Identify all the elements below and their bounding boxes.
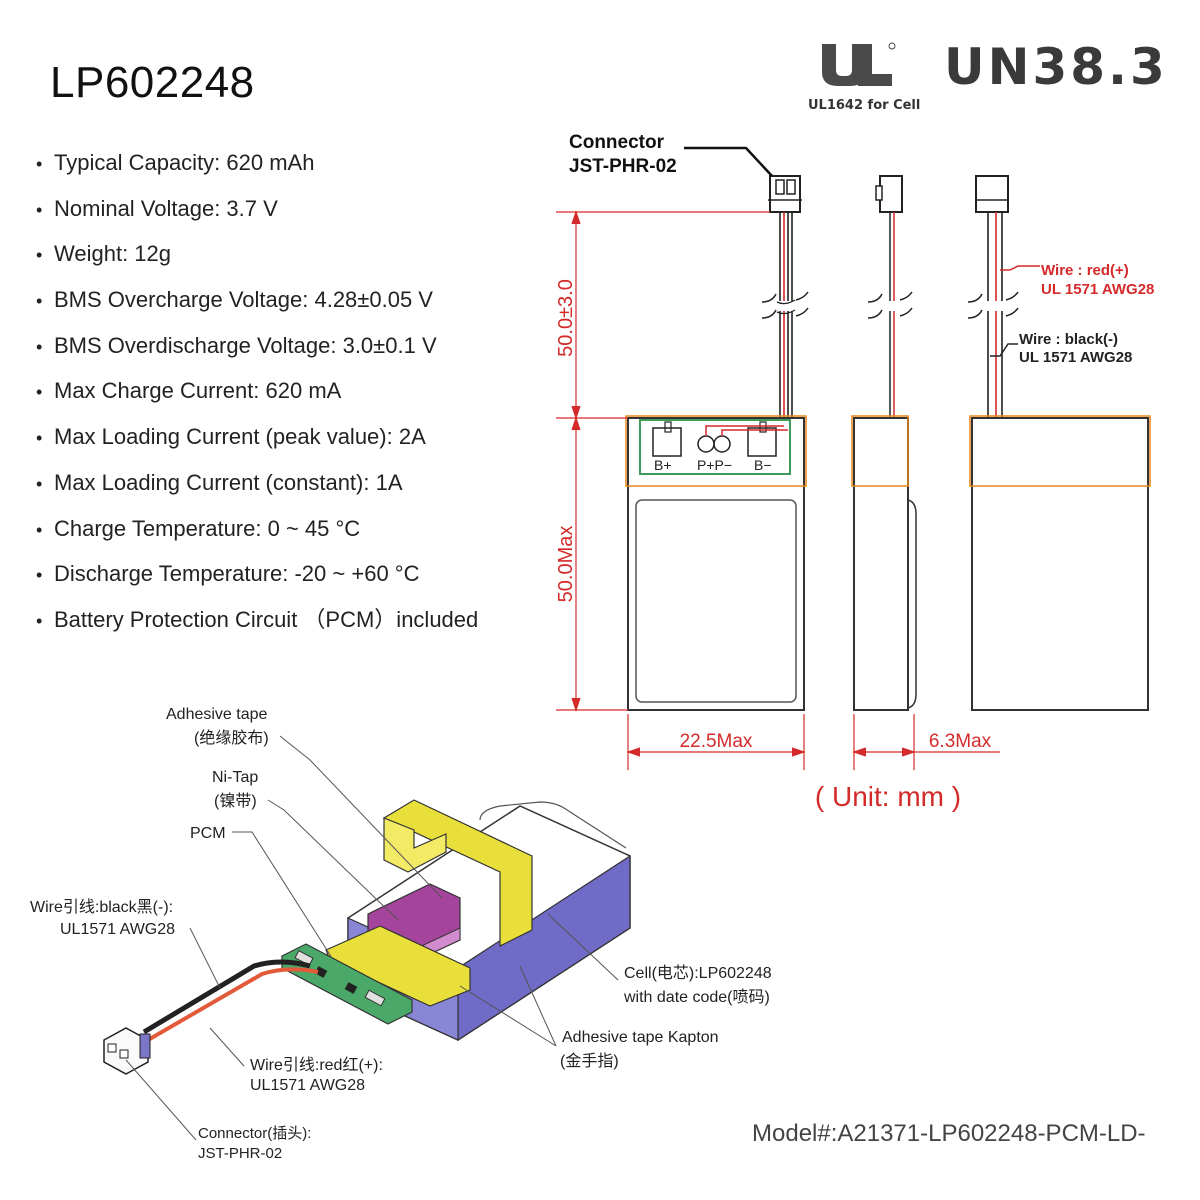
thickness-dimension: 6.3Max (929, 731, 992, 752)
side-view: 6.3Max (851, 175, 1000, 770)
connector-type-label: JST-PHR-02 (569, 156, 677, 177)
adhesive-tape-cn-label: (绝缘胶布) (194, 729, 269, 747)
kapton-label: Adhesive tape Kapton (562, 1029, 719, 1046)
connector-exploded-type: JST-PHR-02 (198, 1145, 282, 1162)
pcm-outline (625, 415, 807, 487)
pad-pp-label: P+P− (697, 457, 732, 473)
cell-label: Cell(电芯):LP602248 (624, 964, 772, 982)
un-certification: UN38.3 (944, 38, 1168, 96)
cell-date-code-label: with date code(喷码) (623, 988, 770, 1006)
kapton-cn-label: (金手指) (560, 1052, 619, 1070)
ul-recognized-logo-icon (822, 42, 896, 86)
unit-label: ( Unit: mm ) (815, 781, 961, 812)
bullet-icon: • (36, 519, 43, 540)
connector-side-icon (879, 175, 903, 213)
spec-item: •BMS Overcharge Voltage: 4.28±0.05 V (36, 277, 478, 323)
connector-leader-line (684, 146, 773, 177)
spec-item: •Max Loading Current (peak value): 2A (36, 414, 478, 460)
lead-length-dimension: 50.0±3.0 (555, 279, 577, 357)
connector-label: Connector (569, 132, 665, 153)
spec-item: •Max Charge Current: 620 mA (36, 368, 478, 414)
bullet-icon: • (36, 610, 43, 631)
bullet-icon: • (36, 473, 43, 494)
pad-bminus-label: B− (754, 457, 772, 473)
height-dimension: 50.0Max (555, 526, 577, 603)
bullet-icon: • (36, 245, 43, 266)
wire-red-exploded-spec: UL1571 AWG28 (250, 1077, 365, 1094)
wire-black-label: Wire : black(-) (1019, 331, 1118, 348)
model-title: LP602248 (50, 58, 255, 107)
callout-leader-lines (125, 735, 619, 1141)
model-number: Model#:A21371-LP602248-PCM-LD- (752, 1120, 1146, 1147)
spec-item: •Battery Protection Circuit （PCM）include… (36, 597, 478, 643)
spec-item: •Max Loading Current (constant): 1A (36, 460, 478, 506)
wire-black-exploded-label: Wire引线:black黑(-): (30, 898, 173, 916)
spec-item: •BMS Overdischarge Voltage: 3.0±0.1 V (36, 323, 478, 369)
wire-black-spec: UL 1571 AWG28 (1019, 349, 1132, 366)
front-view: B+ P+P− B− Connector JST-PHR-02 50.0±3.0… (555, 132, 809, 770)
battery-body-side (853, 417, 909, 711)
connector-back-icon (975, 175, 1009, 213)
bullet-icon: • (36, 428, 43, 449)
bullet-icon: • (36, 154, 43, 174)
wire-black-exploded-spec: UL1571 AWG28 (60, 921, 175, 938)
wire-red-spec: UL 1571 AWG28 (1041, 281, 1154, 298)
exploded-view: Adhesive tape (绝缘胶布) Ni-Tap (镍带) PCM Wir… (30, 706, 772, 1162)
pad-bplus-label: B+ (654, 457, 672, 473)
width-dimension-lines (626, 714, 806, 770)
ni-tap-cn-label: (镍带) (214, 792, 257, 810)
bullet-icon: • (36, 291, 43, 312)
vertical-dimensions (556, 210, 770, 712)
spec-list: •Typical Capacity: 620 mAh •Nominal Volt… (36, 140, 478, 643)
bullet-icon: • (36, 199, 43, 220)
ni-tap-label: Ni-Tap (212, 769, 258, 786)
kapton-tape-icon (382, 799, 533, 947)
width-dimension: 22.5Max (680, 731, 753, 752)
back-view: Wire : red(+) UL 1571 AWG28 Wire : black… (967, 175, 1154, 711)
wire-red-exploded-label: Wire引线:red红(+): (250, 1056, 383, 1074)
bullet-icon: • (36, 336, 43, 357)
spec-item: •Weight: 12g (36, 231, 478, 277)
spec-item: •Charge Temperature: 0 ~ 45 °C (36, 506, 478, 552)
bullet-icon: • (36, 565, 43, 586)
pcm-board-icon (639, 419, 791, 475)
lead-wires (761, 212, 809, 425)
spec-item: •Discharge Temperature: -20 ~ +60 °C (36, 551, 478, 597)
battery-body-back (971, 417, 1149, 711)
ul-caption: UL1642 for Cell (808, 98, 921, 113)
connector-exploded-label: Connector(插头): (198, 1125, 311, 1142)
spec-item: •Nominal Voltage: 3.7 V (36, 186, 478, 232)
bullet-icon: • (36, 382, 43, 403)
thickness-dimension-lines (852, 714, 1000, 770)
wire-red-label: Wire : red(+) (1041, 262, 1129, 279)
spec-item: •Typical Capacity: 620 mAh (36, 140, 478, 186)
pcm-label: PCM (190, 825, 226, 842)
adhesive-tape-label: Adhesive tape (166, 706, 268, 723)
